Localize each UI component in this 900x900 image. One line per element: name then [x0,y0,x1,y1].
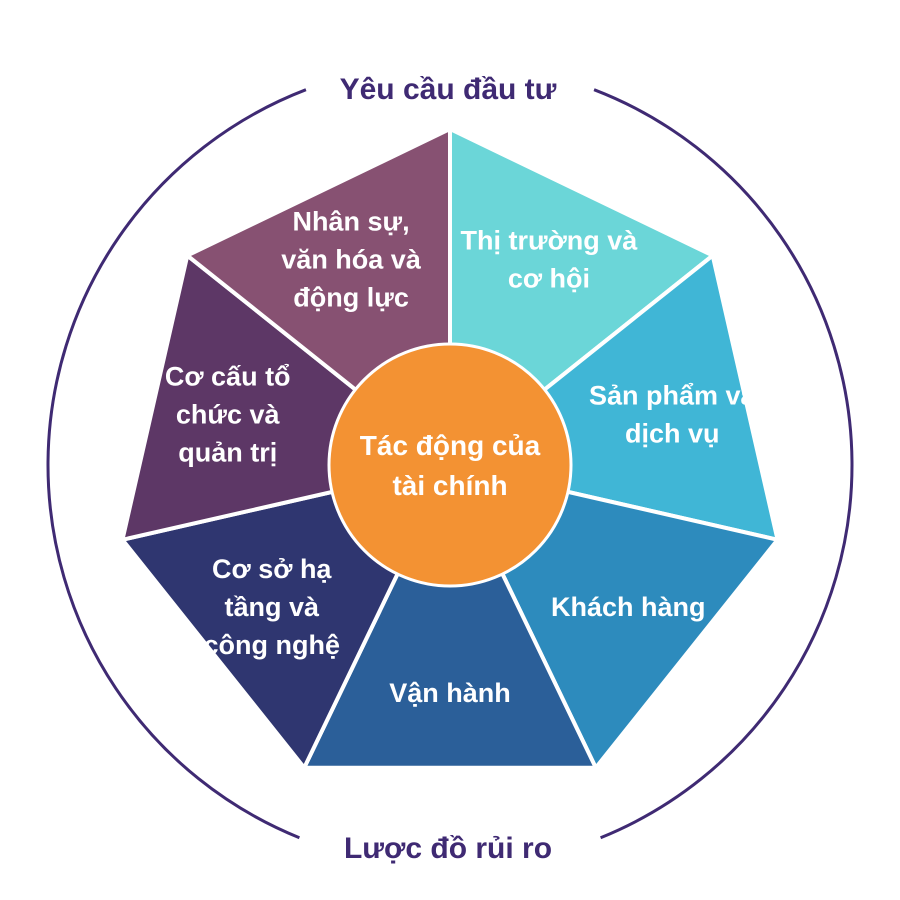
segment-label-line: cơ hội [508,264,590,294]
segment-label-7: Nhân sự, văn hóa và động lực [281,207,422,313]
bottom-ring-label: Lược đồ rủi ro [344,832,552,865]
segment-label-line: Cơ cấu tổ [165,361,291,391]
segment-label-line: Sản phẩm và [589,380,757,410]
segment-label-line: Cơ sở hạ [212,554,332,584]
center-label-line: tài chính [392,470,507,501]
segment-label-line: Thị trường và [461,226,639,256]
segment-label-4: Vận hành [389,678,511,708]
top-ring-label: Yêu cầu đầu tư [340,73,557,106]
segment-label-5: Cơ sở hạ tầng và công nghệ [203,554,340,660]
segment-label-line: động lực [293,283,409,313]
segment-label-6: Cơ cấu tổ chức và quản trị [165,361,291,467]
center-label-line: Tác động của [360,430,541,461]
outer-ring [46,88,854,840]
segment-label-3: Khách hàng [551,592,706,622]
segment-label-line: Nhân sự, [293,207,410,237]
center-label: Tác động của tài chính [360,430,541,501]
outer-ring-arc-right [593,88,854,840]
segment-label-line: Vận hành [389,678,511,708]
segment-label-line: dịch vụ [625,418,720,448]
segment-label-1: Thị trường và cơ hội [461,226,639,294]
outer-ring-arc-left [46,88,307,840]
segment-label-2: Sản phẩm và dịch vụ [589,380,757,448]
segment-label-line: văn hóa và [281,245,422,275]
segment-label-line: chức và [176,399,281,429]
segment-label-line: Khách hàng [551,592,706,622]
segment-label-line: tầng và [224,592,320,622]
center-circle [327,342,573,588]
segment-label-line: quản trị [178,437,277,467]
segment-label-line: công nghệ [203,630,340,660]
